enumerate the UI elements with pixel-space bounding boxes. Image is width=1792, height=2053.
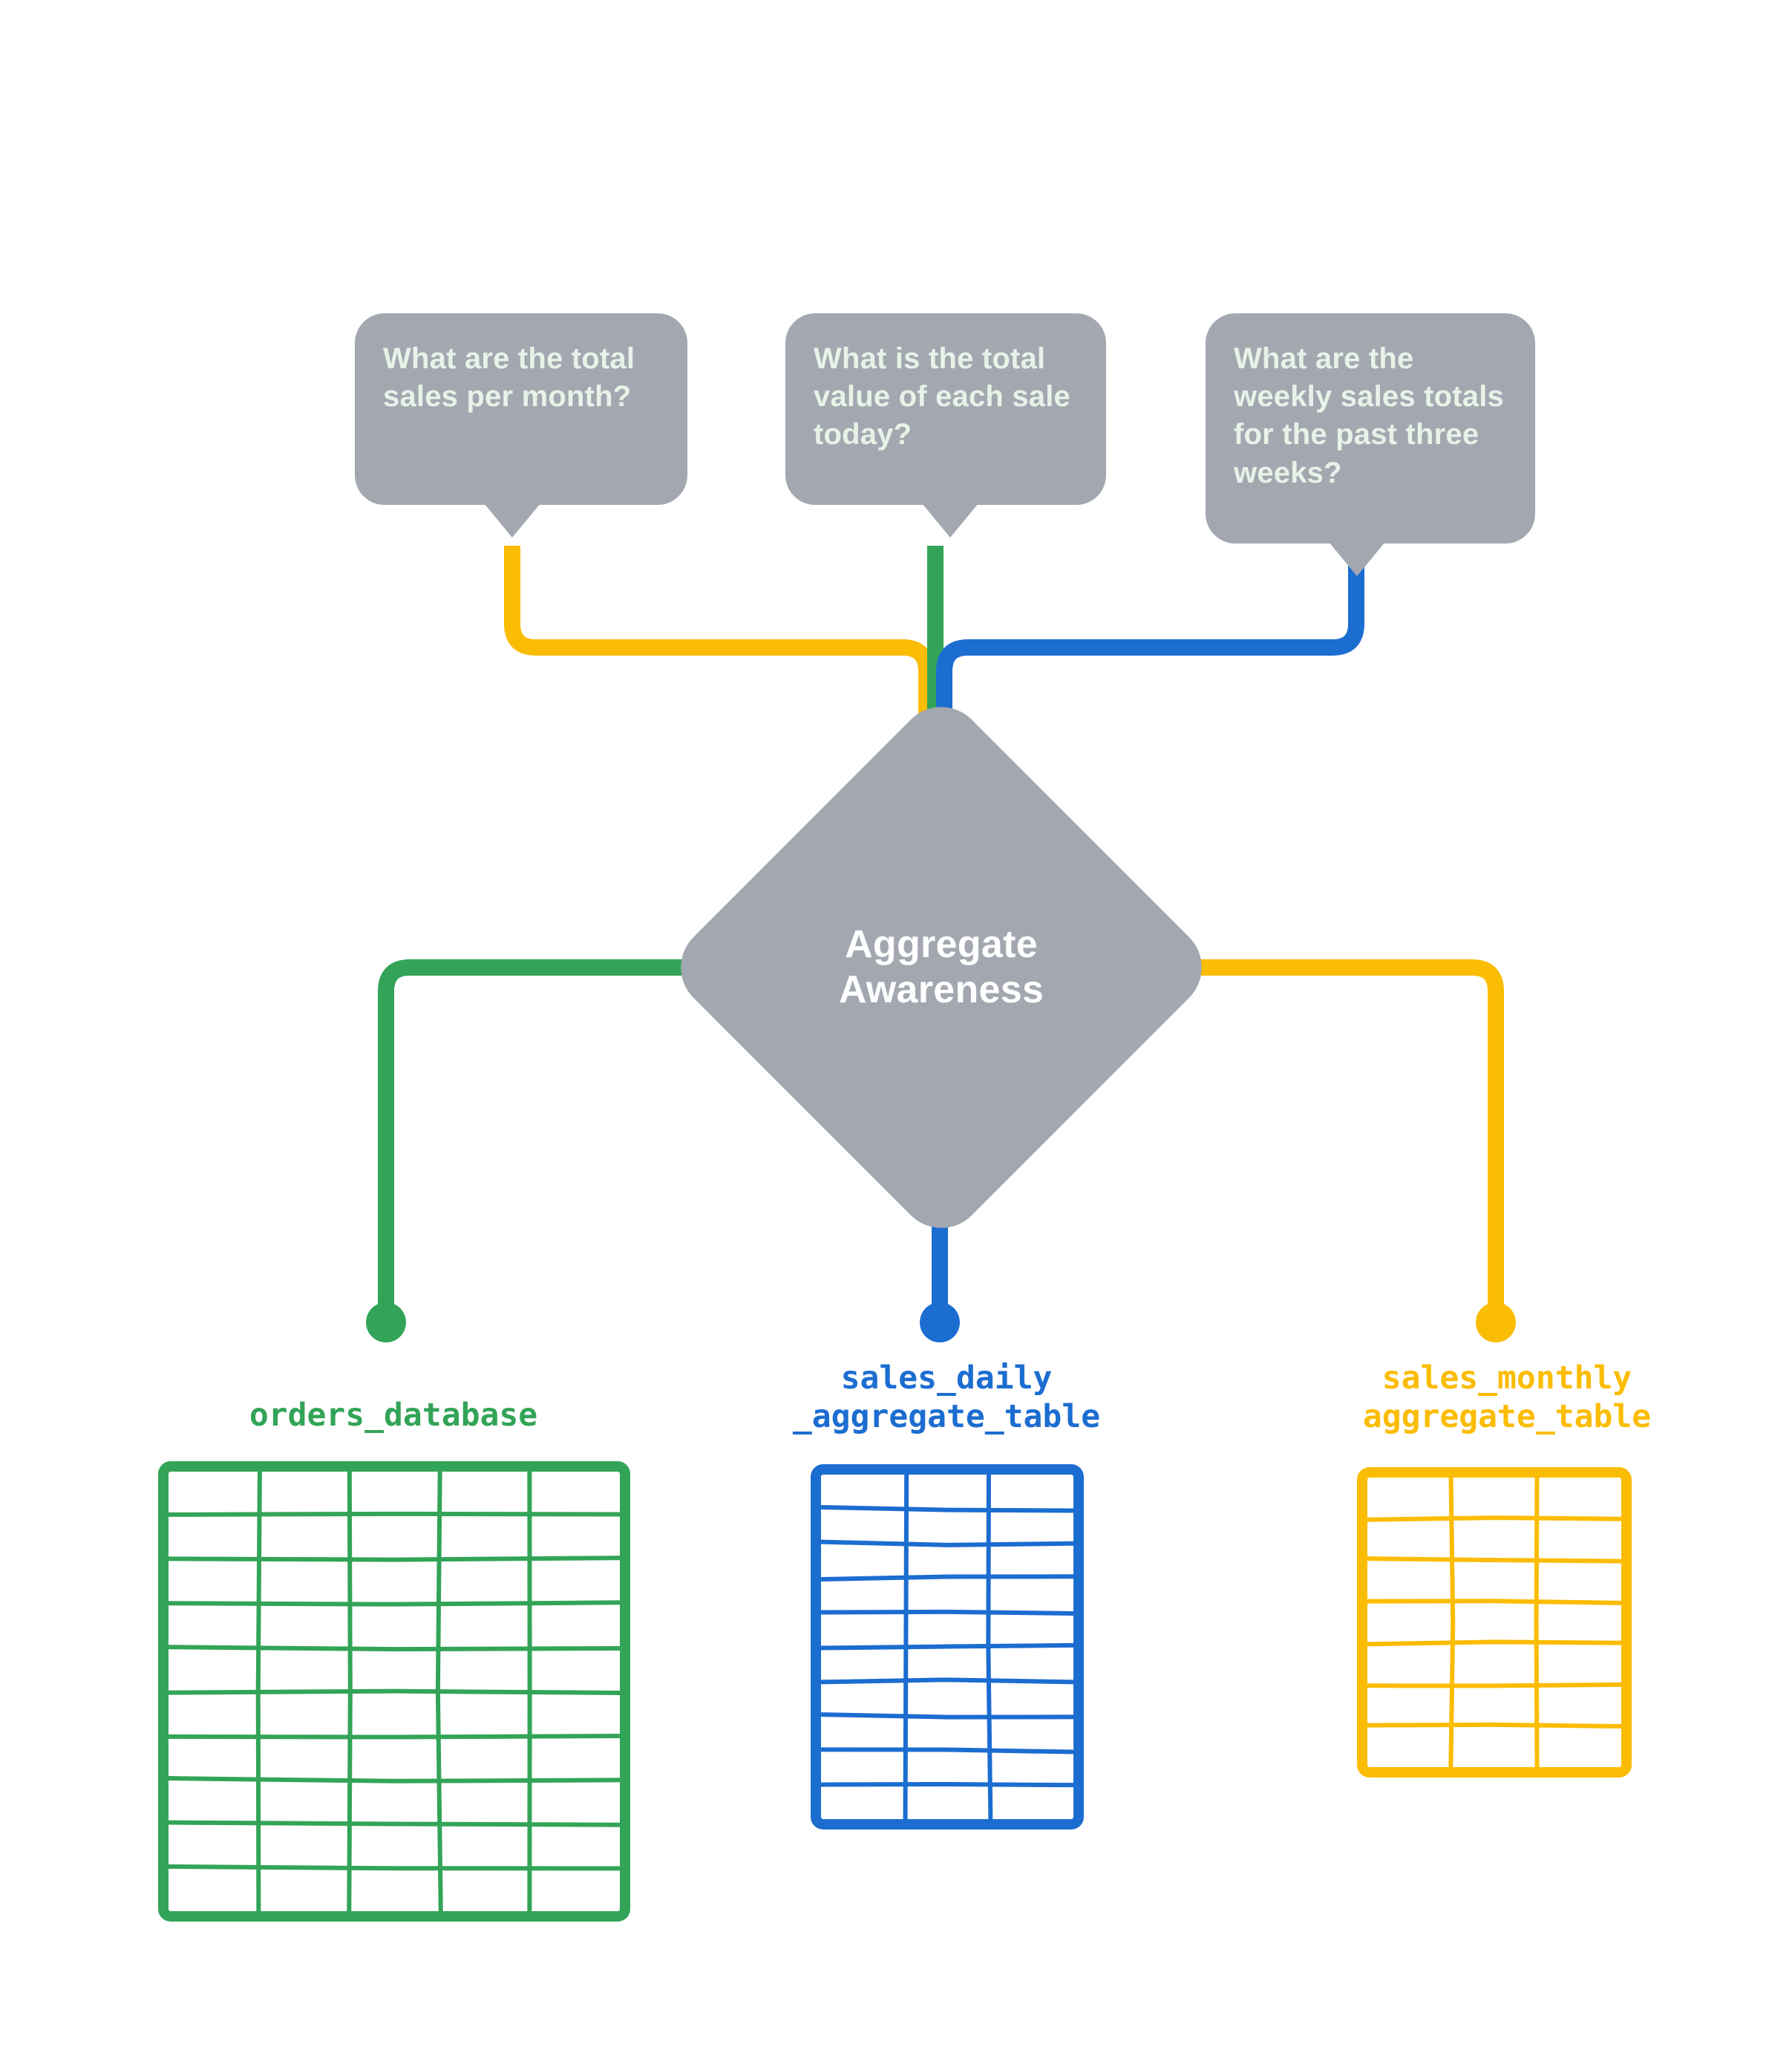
table-caption-orders-database: orders_database (249, 1397, 538, 1434)
diamond-label: Aggregate Awareness (745, 771, 1138, 1164)
table-column-line (1448, 1477, 1456, 1768)
table-row-line (820, 1504, 1074, 1513)
question-bubble-daily-text: What is the total value of each sale tod… (814, 342, 1071, 451)
connector-blue-top (936, 546, 1364, 772)
table-column-line (255, 1471, 262, 1912)
table-row-line (820, 1747, 1074, 1755)
table-row-line (820, 1539, 1074, 1547)
table-row-line (168, 1600, 621, 1607)
table-row-line (168, 1864, 621, 1871)
table-graphic-sales-monthly-aggregate-table[interactable] (1357, 1467, 1632, 1778)
table-row-line (820, 1609, 1074, 1616)
table-row-line (820, 1712, 1074, 1720)
table-row-line (1367, 1556, 1622, 1564)
connector-green-bottom (378, 959, 750, 1313)
table-row-line (820, 1677, 1074, 1685)
table-row-line (1367, 1639, 1622, 1647)
table-row-line (168, 1645, 621, 1652)
endpoint-dot-green (366, 1302, 406, 1342)
table-border (1357, 1467, 1632, 1778)
endpoint-dot-yellow (1476, 1302, 1516, 1342)
table-row-line (168, 1820, 621, 1827)
question-bubble-daily[interactable]: What is the total value of each sale tod… (785, 313, 1106, 538)
connector-yellow-top (504, 546, 935, 772)
table-row-line (168, 1556, 621, 1562)
bubble-tail-icon (922, 503, 978, 538)
question-bubble-weekly[interactable]: What are the weekly sales totals for the… (1206, 313, 1535, 576)
bubble-tail-icon (484, 503, 540, 538)
table-row-line (820, 1781, 1074, 1788)
table-caption-sales-daily-aggregate-table: sales_daily _aggregate_table (792, 1360, 1101, 1436)
question-bubble-monthly[interactable]: What are the total sales per month? (355, 313, 687, 538)
connector-yellow-bottom (1133, 959, 1504, 1313)
question-bubble-weekly-text: What are the weekly sales totals for the… (1234, 342, 1505, 489)
table-row-line (1367, 1599, 1622, 1605)
diamond-label-line-1: Aggregate (845, 922, 1038, 966)
table-row-line (1367, 1515, 1622, 1522)
table-column-line (903, 1474, 909, 1820)
aggregate-awareness-node[interactable]: Aggregate Awareness (663, 689, 1220, 1246)
table-row-line (168, 1733, 621, 1740)
bubble-tail-icon (1329, 542, 1385, 576)
table-row-line (1367, 1722, 1622, 1729)
table-column-line (347, 1471, 353, 1912)
table-graphic-orders-database[interactable] (158, 1461, 630, 1922)
table-border (158, 1461, 630, 1922)
table-caption-sales-monthly-aggregate-table: sales_monthly aggregate_table (1362, 1360, 1652, 1436)
table-row-line (820, 1574, 1074, 1582)
table-row-line (168, 1511, 621, 1517)
table-row-line (168, 1688, 621, 1695)
endpoint-dot-blue (920, 1302, 960, 1342)
diamond-label-line-2: Awareness (838, 968, 1044, 1011)
table-row-line (820, 1642, 1074, 1651)
table-column-line (435, 1471, 443, 1912)
table-column-line (986, 1474, 993, 1820)
table-row-line (168, 1776, 621, 1783)
table-graphic-sales-daily-aggregate-table[interactable] (811, 1464, 1084, 1830)
table-border (811, 1464, 1084, 1830)
question-bubble-monthly-text: What are the total sales per month? (383, 342, 635, 414)
